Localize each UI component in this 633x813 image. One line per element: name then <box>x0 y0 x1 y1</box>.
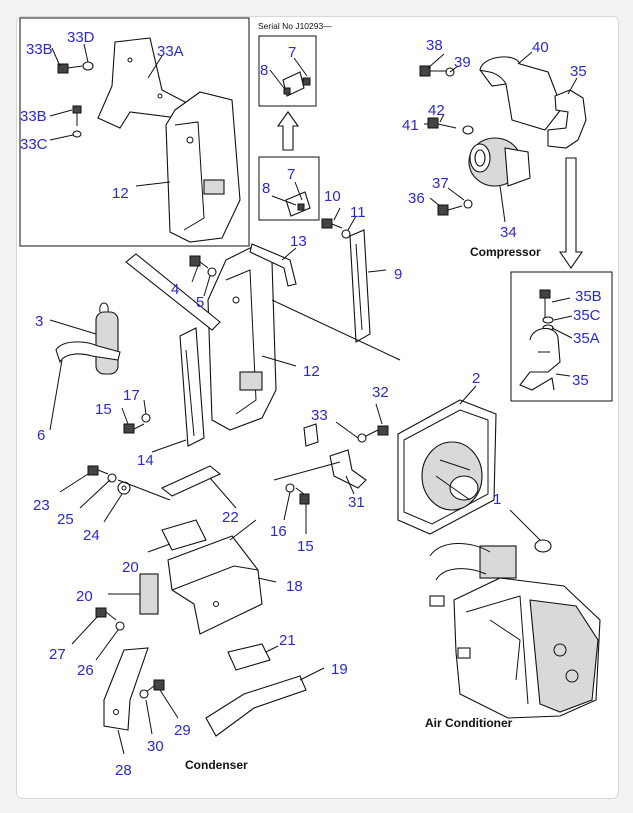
caption-compressor: Compressor <box>470 245 541 259</box>
serial-detail <box>258 35 320 221</box>
callout-25: 25 <box>57 511 74 528</box>
callout-7-mid: 7 <box>287 166 295 183</box>
callout-24: 24 <box>83 527 100 544</box>
callout-37: 37 <box>432 175 449 192</box>
callout-13: 13 <box>290 233 307 250</box>
callout-28: 28 <box>115 762 132 779</box>
compressor-assembly <box>419 51 587 269</box>
callout-20-b: 20 <box>76 588 93 605</box>
callout-31: 31 <box>348 494 365 511</box>
callout-6: 6 <box>37 427 45 444</box>
callout-27: 27 <box>49 646 66 663</box>
callout-8-mid: 8 <box>262 180 270 197</box>
callout-34: 34 <box>500 224 517 241</box>
callout-21: 21 <box>279 632 296 649</box>
callout-33: 33 <box>311 407 328 424</box>
callout-33D: 33D <box>67 29 95 46</box>
callout-11: 11 <box>350 204 366 221</box>
air-conditioner-unit <box>429 509 601 719</box>
callout-41: 41 <box>402 117 419 134</box>
main-frame-assembly <box>49 207 401 453</box>
callout-2: 2 <box>472 370 480 387</box>
callout-32: 32 <box>372 384 389 401</box>
callout-4: 4 <box>171 281 179 298</box>
callout-12-main: 12 <box>303 363 320 380</box>
callout-35C: 35C <box>573 307 601 324</box>
callout-22: 22 <box>222 509 239 526</box>
callout-35A: 35A <box>573 330 600 347</box>
callout-12-inset: 12 <box>112 185 129 202</box>
callout-33B-mid: 33B <box>20 108 47 125</box>
callout-15-left: 15 <box>95 401 112 418</box>
serial-note: Serial No J10293— <box>258 21 332 31</box>
callout-42: 42 <box>428 102 445 119</box>
callout-36: 36 <box>408 190 425 207</box>
condenser-unit <box>273 385 497 535</box>
callout-29: 29 <box>174 722 191 739</box>
callout-labels: 33B 33D 33A 33B 33C 12 7 8 7 8 38 39 40 … <box>20 29 602 779</box>
callout-20-a: 20 <box>122 559 139 576</box>
callout-39: 39 <box>454 54 471 71</box>
callout-35-top: 35 <box>570 63 587 80</box>
callout-16: 16 <box>270 523 287 540</box>
bracket-35-detail <box>510 271 613 402</box>
callout-8-top: 8 <box>260 62 268 79</box>
callout-18: 18 <box>286 578 303 595</box>
callout-23: 23 <box>33 497 50 514</box>
callout-17: 17 <box>123 387 140 404</box>
callout-19: 19 <box>331 661 348 678</box>
caption-condenser: Condenser <box>185 758 248 772</box>
caption-air-conditioner: Air Conditioner <box>425 716 513 730</box>
callout-5: 5 <box>196 294 204 311</box>
callout-33C: 33C <box>20 136 48 153</box>
callout-9: 9 <box>394 266 402 283</box>
callout-14: 14 <box>137 452 154 469</box>
callout-35B: 35B <box>575 288 602 305</box>
callout-38: 38 <box>426 37 443 54</box>
callout-30: 30 <box>147 738 164 755</box>
callout-40: 40 <box>532 39 549 56</box>
callout-3: 3 <box>35 313 43 330</box>
callout-7-top: 7 <box>288 44 296 61</box>
condenser-mounting <box>59 465 325 755</box>
inset-bracket-detail <box>19 17 250 247</box>
callout-33B-top: 33B <box>26 41 53 58</box>
callout-35-bottom: 35 <box>572 372 589 389</box>
callout-33A: 33A <box>157 43 184 60</box>
callout-26: 26 <box>77 662 94 679</box>
callout-1: 1 <box>493 491 501 508</box>
callout-10: 10 <box>324 188 341 205</box>
callout-15-mid: 15 <box>297 538 314 555</box>
